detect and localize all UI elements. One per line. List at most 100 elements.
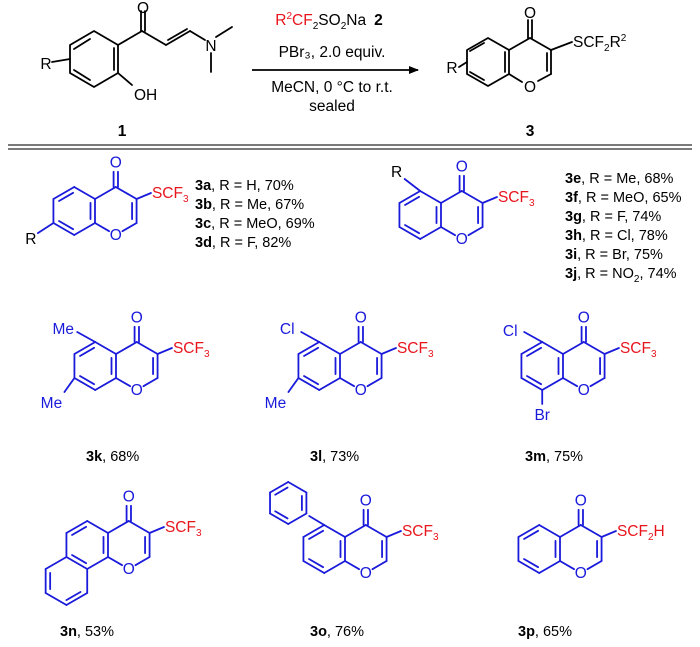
- substrate-n-atom: N: [205, 38, 216, 55]
- bond-line: [107, 556, 124, 567]
- bond-line: [562, 341, 585, 355]
- compound-label-3c: 3c, R = MeO, 69%: [195, 216, 315, 232]
- compound-label-3d: 3d, R = F, 82%: [195, 235, 291, 251]
- bond-line: [589, 377, 606, 388]
- substituent-6: Me: [52, 321, 74, 338]
- substituent-8: Br: [534, 407, 550, 424]
- double-bond-line: [523, 529, 540, 540]
- substituent-subscript: 2: [648, 532, 654, 543]
- sulfur-substituent: SCF3: [173, 340, 210, 360]
- naphtho-bond: [44, 592, 68, 606]
- compound-id: 3g: [565, 209, 582, 225]
- bond-line: [538, 560, 561, 574]
- substituent-subscript: 3: [428, 349, 434, 360]
- substituent-6: Cl: [280, 321, 295, 338]
- bond-line: [339, 341, 362, 355]
- bond-line: [52, 222, 76, 236]
- substrate-number: 1: [118, 123, 127, 140]
- carbonyl-oxygen: O: [578, 310, 590, 327]
- compound-label-3k: 3k, 68%: [86, 449, 139, 465]
- bond-line: [339, 377, 356, 388]
- phenyl-bond: [308, 515, 326, 526]
- sulfur-substituent: SCF3: [402, 523, 439, 543]
- product-sup: 2: [621, 33, 627, 44]
- bond-line: [73, 186, 96, 200]
- bond-line: [107, 520, 130, 534]
- compound-id: 3i: [565, 247, 577, 263]
- sulfur-substituent: SCF3: [498, 189, 535, 209]
- bond-line: [86, 556, 109, 570]
- substituent-6: Cl: [503, 323, 518, 340]
- product-r: R: [610, 34, 621, 51]
- r-bond: [36, 222, 55, 234]
- r-group: R: [391, 164, 402, 181]
- double-bond-line: [274, 510, 289, 520]
- compound-yield: , 65%: [535, 624, 572, 640]
- compound-label-3g: 3g, R = F, 74%: [565, 209, 661, 225]
- bond-line: [94, 377, 117, 391]
- double-bond-line: [303, 375, 320, 386]
- bond-line: [323, 524, 346, 538]
- compound-yield: , R = Cl, 78%: [582, 228, 668, 244]
- compound-id: 3l: [310, 449, 322, 465]
- substituent-7: Me: [265, 395, 287, 412]
- sulfur-substituent: SCF3: [620, 340, 657, 360]
- bond-line: [366, 377, 383, 388]
- product-sub: 2: [604, 43, 610, 54]
- ring-oxygen: O: [110, 227, 122, 244]
- compound-yield: , R = Me, 68%: [581, 171, 673, 187]
- substrate-oh-group: OH: [134, 87, 157, 104]
- bond-line: [73, 341, 97, 355]
- substituent-bond: [603, 347, 620, 355]
- carbonyl-oxygen: O: [110, 155, 122, 172]
- ring-oxygen: O: [575, 565, 587, 582]
- bond-line: [115, 341, 138, 355]
- reagent-number: 2: [374, 12, 383, 29]
- compound-id: 3h: [565, 228, 582, 244]
- substituent-subscript: 3: [433, 532, 439, 543]
- sulfur-substituent: SCF2H: [617, 523, 665, 543]
- bond-line: [467, 226, 484, 237]
- bond-line: [398, 226, 422, 240]
- ring-oxygen: O: [360, 565, 372, 582]
- naphtho-bond: [44, 556, 68, 570]
- compound-id: 3b: [195, 197, 212, 213]
- reagent-so: SO: [318, 12, 340, 29]
- compound-id: 3a: [195, 178, 212, 194]
- double-bond-line: [523, 558, 540, 569]
- bond-line: [538, 524, 561, 538]
- substituent-scf: SCF: [165, 519, 196, 536]
- substrate-structure: [51, 10, 233, 88]
- r-bond: [403, 178, 422, 192]
- bond-line: [73, 377, 97, 391]
- compound-label-3o: 3o, 76%: [310, 624, 364, 640]
- compound-yield: , 74%: [639, 266, 676, 282]
- bond-line: [302, 524, 326, 538]
- bond-line: [419, 190, 442, 204]
- substituent-7: Me: [41, 395, 63, 412]
- ring-oxygen: O: [578, 382, 590, 399]
- ring-oxygen: O: [355, 382, 367, 399]
- substituent-bond: [300, 331, 321, 343]
- sulfur-substituent: SCF3: [152, 185, 189, 205]
- double-bond-line: [58, 191, 75, 202]
- bond-line: [135, 341, 159, 355]
- bond-line: [364, 524, 388, 538]
- compound-label-3m: 3m, 75%: [525, 449, 583, 465]
- product-structure: [458, 19, 573, 87]
- ring-oxygen: O: [131, 382, 143, 399]
- reagent-na: Na: [346, 12, 366, 29]
- bond-line: [541, 377, 564, 391]
- double-bond-line: [58, 220, 75, 231]
- sulfur-substituent: SCF3: [397, 340, 434, 360]
- r-group: R: [25, 231, 36, 248]
- bond-line: [65, 520, 89, 534]
- double-bond-line: [71, 525, 88, 536]
- condition-line-1: PBr₃, 2.0 equiv.: [279, 44, 386, 61]
- compound-yield: , 76%: [327, 624, 364, 640]
- compound-label-3n: 3n, 53%: [60, 624, 114, 640]
- phenyl-ring-bond: [269, 481, 290, 494]
